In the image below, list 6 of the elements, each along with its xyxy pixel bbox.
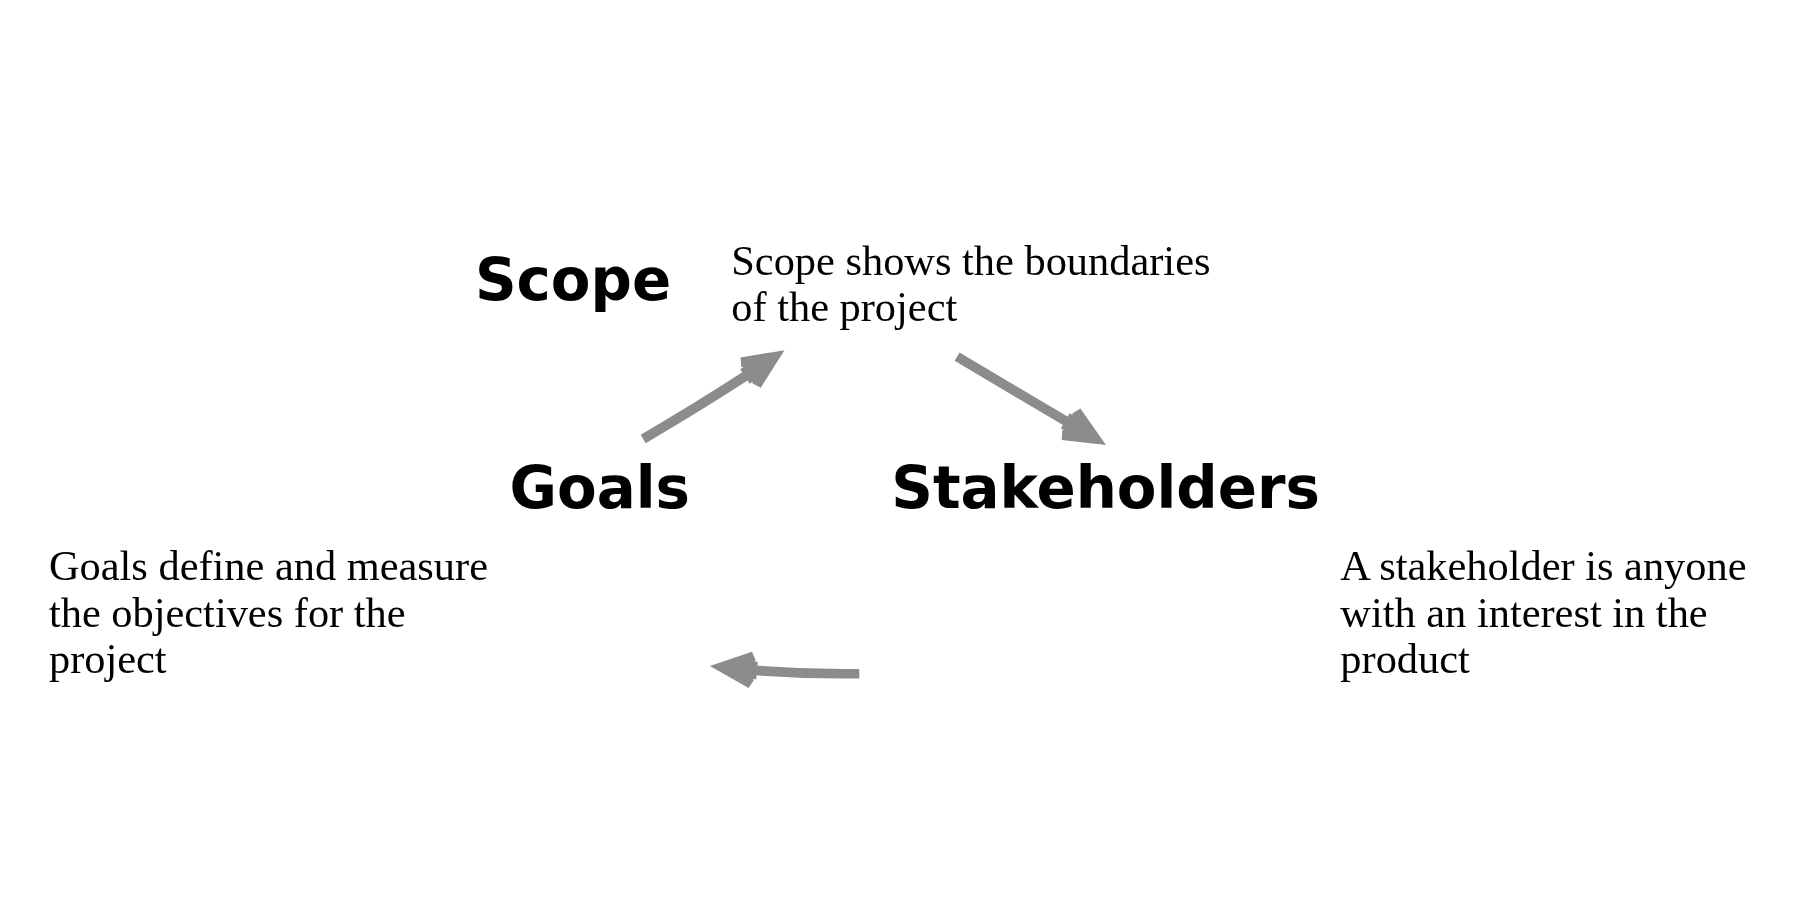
node-text: Goals xyxy=(509,453,691,522)
node-label: A stakeholder is anyone with an interest in the product xyxy=(1340,541,1747,682)
node-label: Scope shows the boundaries of the project xyxy=(731,236,1211,330)
node-text: Scope xyxy=(474,245,672,314)
node-text: Stakeholders xyxy=(891,453,1320,522)
node-label: Goals define and measure the objectives for the project xyxy=(48,541,488,682)
